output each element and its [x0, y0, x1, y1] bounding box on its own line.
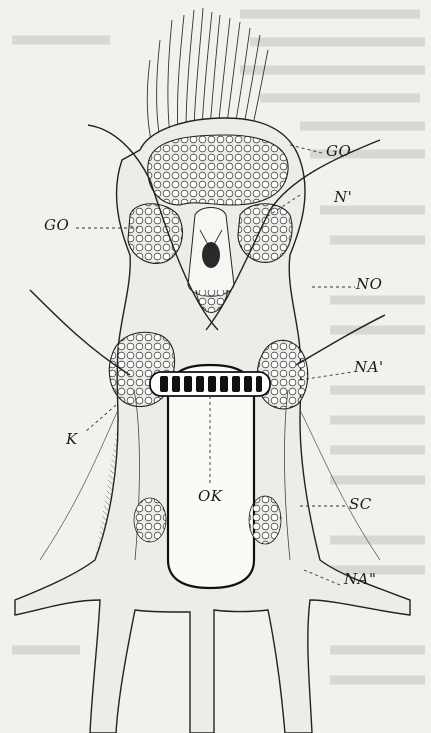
right-ganglion-cells [238, 204, 292, 263]
label-n-prime: N' [334, 188, 352, 206]
label-ok: OK [198, 487, 223, 505]
upper-cell-cluster [148, 135, 288, 205]
label-na-prime: NA' [354, 358, 384, 376]
left-ganglion-cells [128, 204, 182, 264]
label-go-top: GO [326, 142, 351, 160]
label-no: NO [356, 275, 382, 293]
ok-commissure [150, 372, 270, 396]
label-go-left: GO [44, 216, 69, 234]
central-opening [168, 365, 254, 588]
label-k: K [66, 430, 78, 448]
label-na-double-prime: NA" [344, 570, 376, 588]
label-sc: SC [349, 495, 372, 513]
